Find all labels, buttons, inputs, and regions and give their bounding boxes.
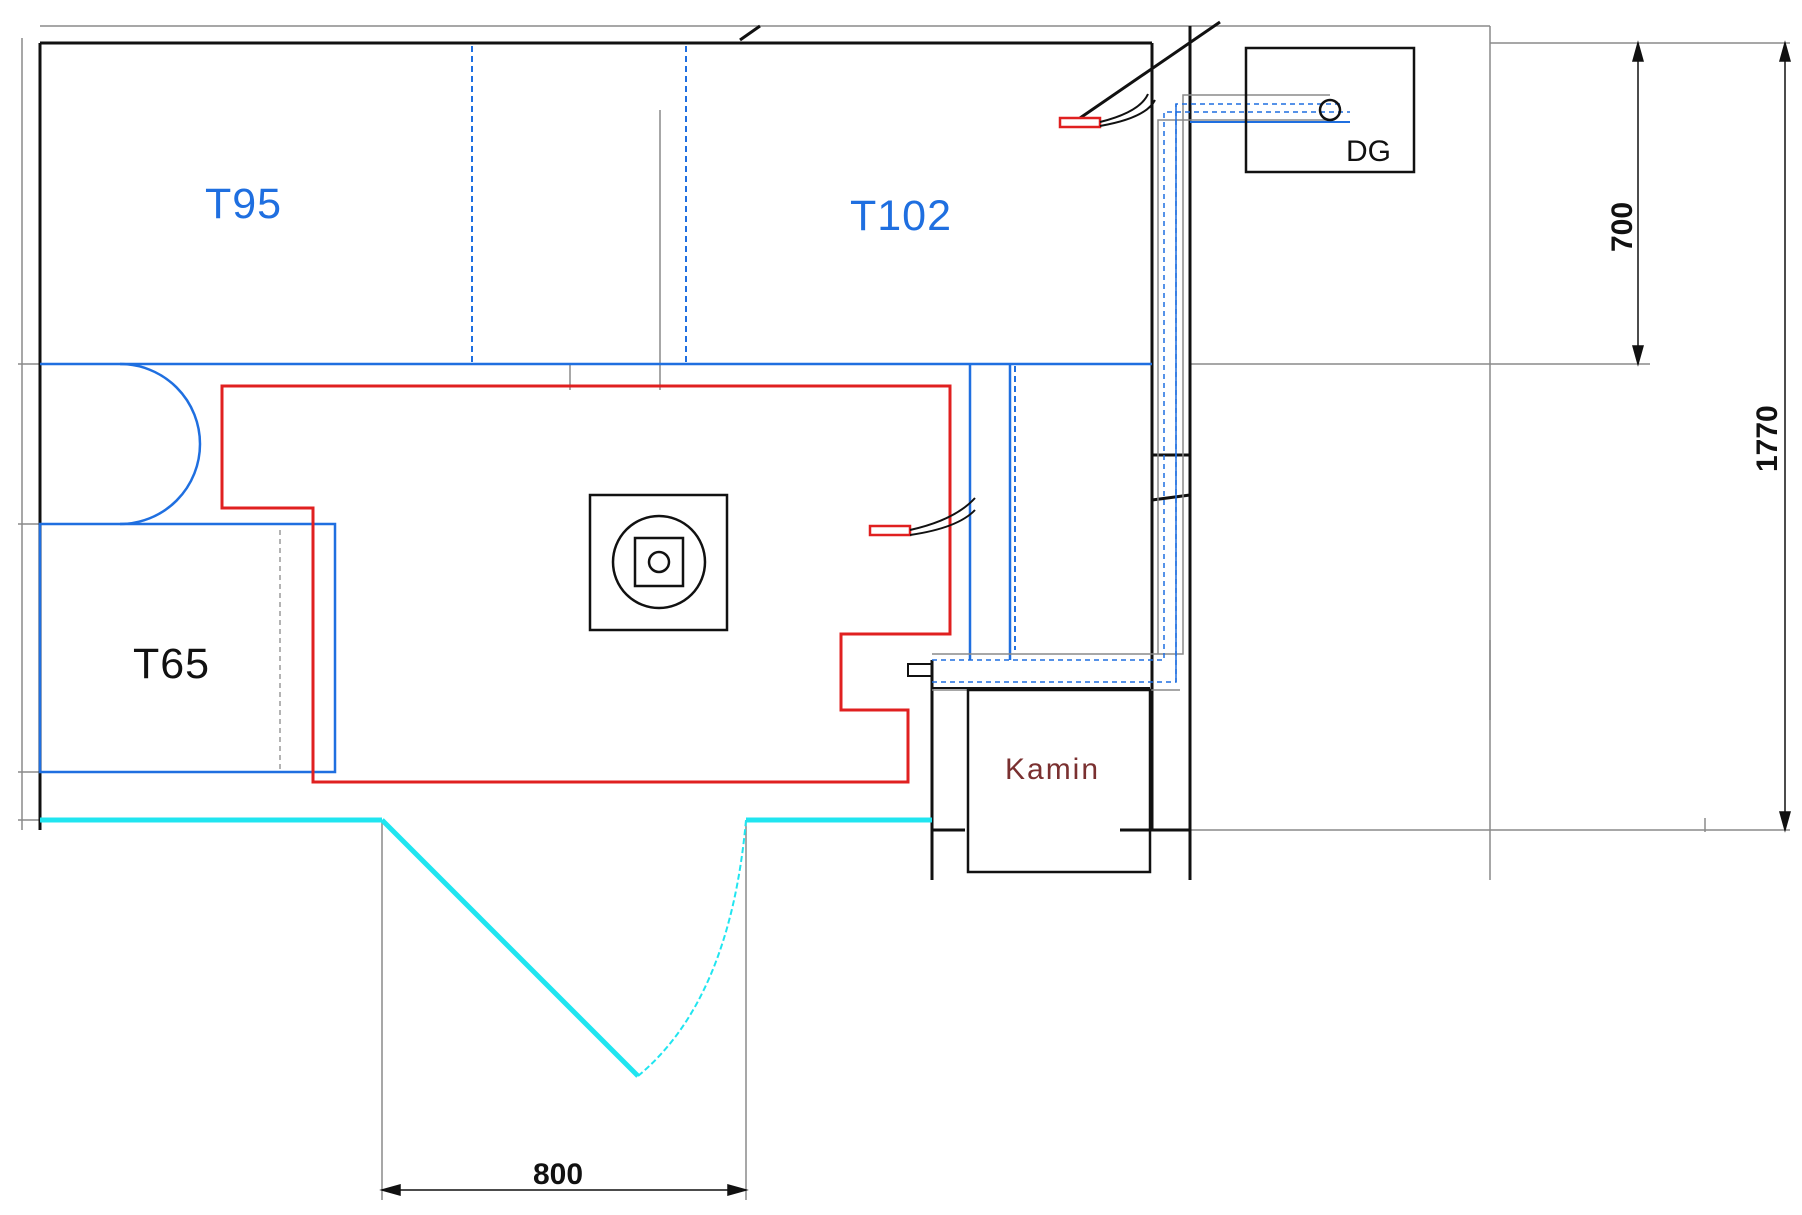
heating-connector-center [868,524,912,537]
furniture-divisions [471,46,1016,650]
dg-unit [1244,46,1416,174]
label-kamin: Kamin [1005,753,1100,786]
label-t95: T95 [205,180,282,228]
dimension-lines [379,40,1791,1196]
label-t65: T65 [133,640,210,688]
furniture-outlines [38,362,1152,774]
heating-leads [909,93,1156,536]
chimney-pipe [932,94,1350,691]
heating-area [220,384,952,784]
dim-door-width: 800 [533,1158,583,1191]
dg-circle [1318,98,1342,122]
heating-connector-top [1058,116,1102,129]
dim-height-upper: 700 [1606,202,1639,252]
door-swing-arc [637,819,747,1077]
door-leaf[interactable] [380,818,640,1078]
label-dg: DG [1346,135,1391,168]
label-t102: T102 [850,192,952,240]
dim-height-total: 1770 [1751,405,1784,472]
reference-lines [18,25,1790,1200]
walls [38,20,1221,880]
central-element [588,493,729,632]
kamin-unit [907,663,1152,874]
